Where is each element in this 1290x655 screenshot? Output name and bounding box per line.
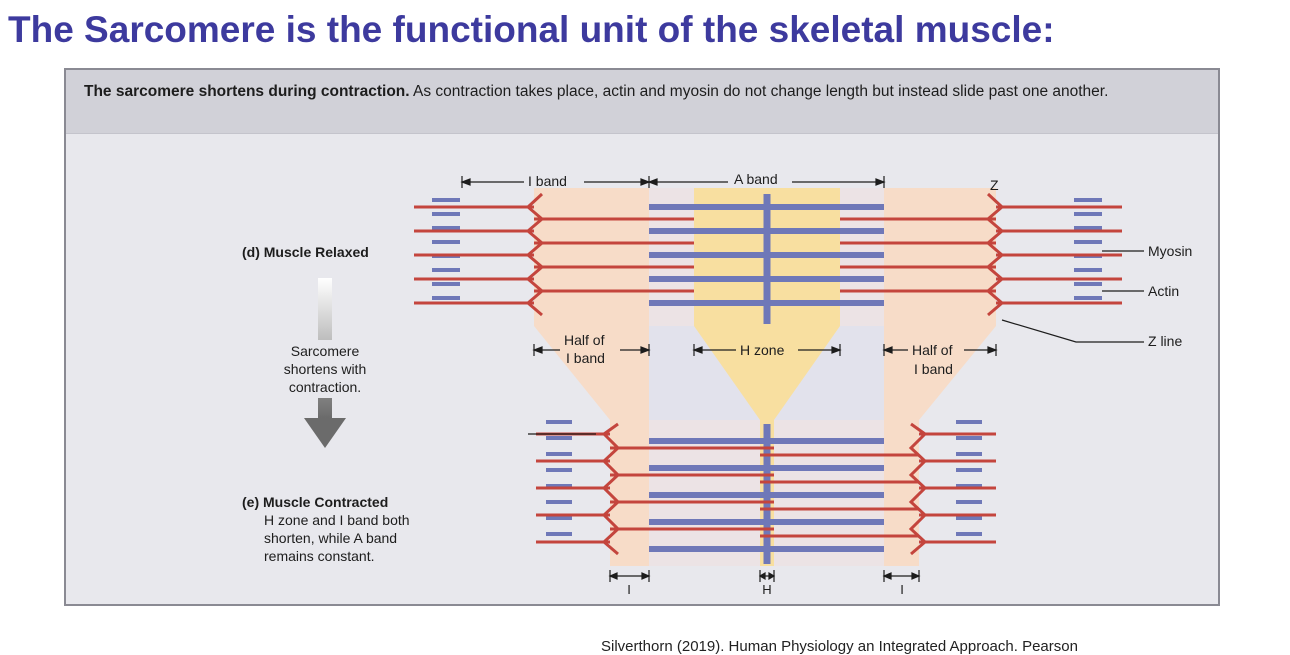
contracted-z-disc-right: [908, 422, 928, 556]
contracted-desc-line-3: remains constant.: [264, 548, 375, 564]
label-bottom-i-left: I: [627, 582, 631, 597]
label-bottom-h: H: [762, 582, 771, 597]
label-muscle-contracted: (e) Muscle Contracted: [242, 494, 388, 510]
relaxed-z-disc-left: [525, 192, 545, 317]
sarcomere-figure: The sarcomere shortens during contractio…: [64, 68, 1220, 606]
caption-bold: The sarcomere shortens during contractio…: [84, 83, 410, 100]
arrow-text-line-3: contraction.: [289, 379, 361, 395]
caption-text: As contraction takes place, actin and my…: [409, 83, 1109, 100]
relaxed-z-disc-right: [985, 192, 1005, 317]
top-dimension-lines: [460, 176, 886, 188]
bottom-dimension-lines: [608, 570, 921, 582]
label-h-zone: H zone: [740, 342, 785, 358]
contraction-arrow-head: [304, 418, 346, 448]
label-half-i-left-2: I band: [566, 350, 605, 366]
contracted-z-disc-left: [601, 422, 621, 556]
citation: Silverthorn (2019). Human Physiology an …: [601, 638, 1078, 655]
contracted-desc-line-2: shorten, while A band: [264, 530, 397, 546]
label-z: Z: [990, 177, 999, 193]
label-a-band: A band: [734, 171, 778, 187]
right-leader-lines: [1001, 250, 1144, 343]
figure-caption: The sarcomere shortens during contractio…: [66, 70, 1218, 134]
middle-dimension-lines: [532, 344, 998, 356]
slide-title: The Sarcomere is the functional unit of …: [8, 9, 1055, 50]
label-muscle-relaxed: (d) Muscle Relaxed: [242, 244, 369, 260]
label-i-band: I band: [528, 173, 567, 189]
sarcomere-diagram: I band A band Z Myosin Actin Z line: [242, 171, 1192, 597]
label-half-i-left-1: Half of: [564, 332, 605, 348]
arrow-text-backdrop: [266, 340, 384, 398]
label-bottom-i-right: I: [900, 582, 904, 597]
label-actin: Actin: [1148, 283, 1179, 299]
contracted-desc-line-1: H zone and I band both: [264, 512, 410, 528]
contracted-filaments: [536, 420, 996, 564]
label-half-i-right-2: I band: [914, 361, 953, 377]
arrow-text-line-2: shortens with: [284, 361, 366, 377]
label-z-line: Z line: [1148, 333, 1182, 349]
arrow-text-line-1: Sarcomere: [291, 343, 360, 359]
label-half-i-right-1: Half of: [912, 342, 953, 358]
relaxed-filaments: [414, 192, 1122, 324]
label-myosin: Myosin: [1148, 243, 1192, 259]
